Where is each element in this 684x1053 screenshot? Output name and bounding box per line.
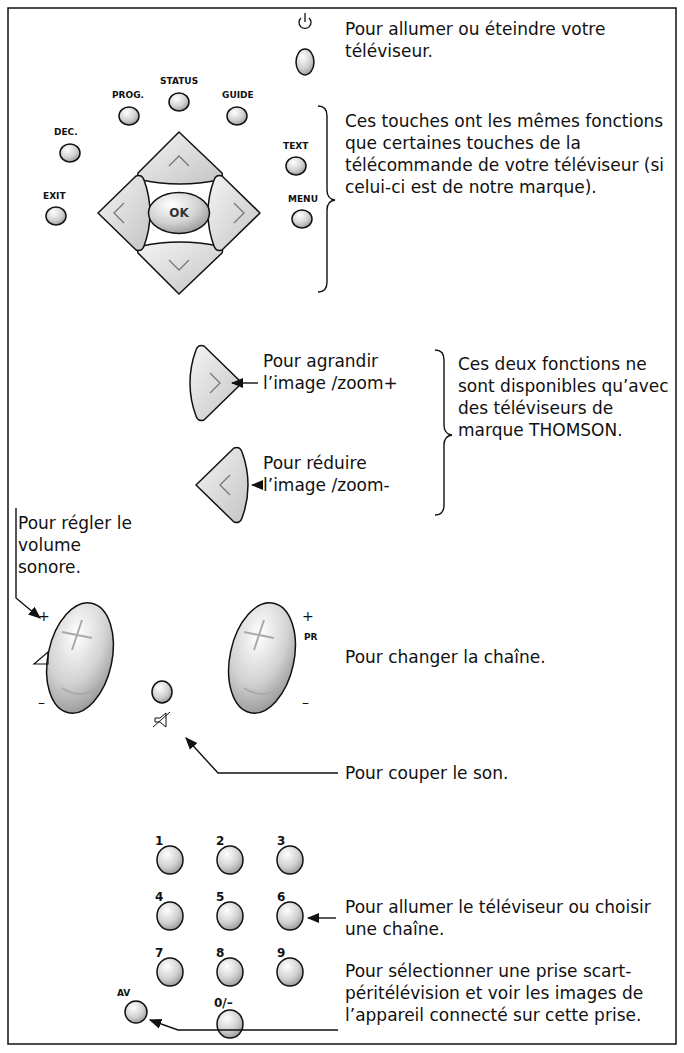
leader-line <box>186 738 338 773</box>
button-name: EXIT <box>43 191 66 202</box>
leader-line <box>308 917 336 918</box>
ok-key: OK <box>147 191 211 235</box>
button-name: TEXT <box>283 141 308 152</box>
key-name: AV <box>117 988 130 999</box>
key-number: 5 <box>216 890 224 904</box>
menu-buttons <box>46 93 312 228</box>
sign: + <box>302 608 314 624</box>
power-button <box>296 13 314 75</box>
key-number: 4 <box>155 890 163 904</box>
description: Ces deux fonctions ne sont disponibles q… <box>458 353 673 441</box>
bracket <box>318 106 335 292</box>
leader-line <box>252 484 258 485</box>
arrow-keys <box>98 132 260 294</box>
leader-line <box>232 382 258 383</box>
bracket <box>435 350 452 515</box>
button-name: GUIDE <box>222 90 254 101</box>
key-number: 2 <box>216 834 224 848</box>
description: Pour changer la chaîne. <box>345 646 667 668</box>
key-number: 1 <box>155 834 163 848</box>
key-number: 7 <box>155 946 163 960</box>
program-key <box>219 597 305 720</box>
button-name: DEC. <box>54 127 78 138</box>
description: Pour couper le son. <box>345 762 667 784</box>
key-name: PR <box>304 632 318 643</box>
key-number: 0/– <box>214 996 233 1010</box>
button-name: PROG. <box>112 90 144 101</box>
key-number: 8 <box>216 946 224 960</box>
button-name: STATUS <box>160 76 198 87</box>
sign: + <box>38 608 50 624</box>
arrow-key-marks <box>114 156 244 270</box>
key-number: 6 <box>277 890 285 904</box>
description: Pour allumer le téléviseur ou choisir un… <box>345 896 667 940</box>
sign: – <box>302 694 309 710</box>
zoom-keys <box>190 346 248 523</box>
leader-line <box>150 1020 338 1030</box>
key-number: 3 <box>277 834 285 848</box>
mute-button <box>152 681 172 727</box>
sign: – <box>38 694 45 710</box>
page-frame <box>8 8 676 1044</box>
description: Pour réduire l’image /zoom- <box>263 452 431 496</box>
button-name: MENU <box>288 194 318 205</box>
description: Pour régler le volume sonore. <box>18 512 136 578</box>
volume-key <box>34 597 123 720</box>
number-keys <box>125 846 303 1038</box>
description: Ces touches ont les mêmes fonctions que … <box>345 110 667 198</box>
description: Pour agrandir l’image /zoom+ <box>263 350 431 394</box>
key-name: OK <box>147 206 211 220</box>
key-number: 9 <box>277 946 285 960</box>
description: Pour sélectionner une prise scart-périté… <box>345 960 670 1026</box>
description: Pour allumer ou éteindre votre téléviseu… <box>345 18 667 62</box>
